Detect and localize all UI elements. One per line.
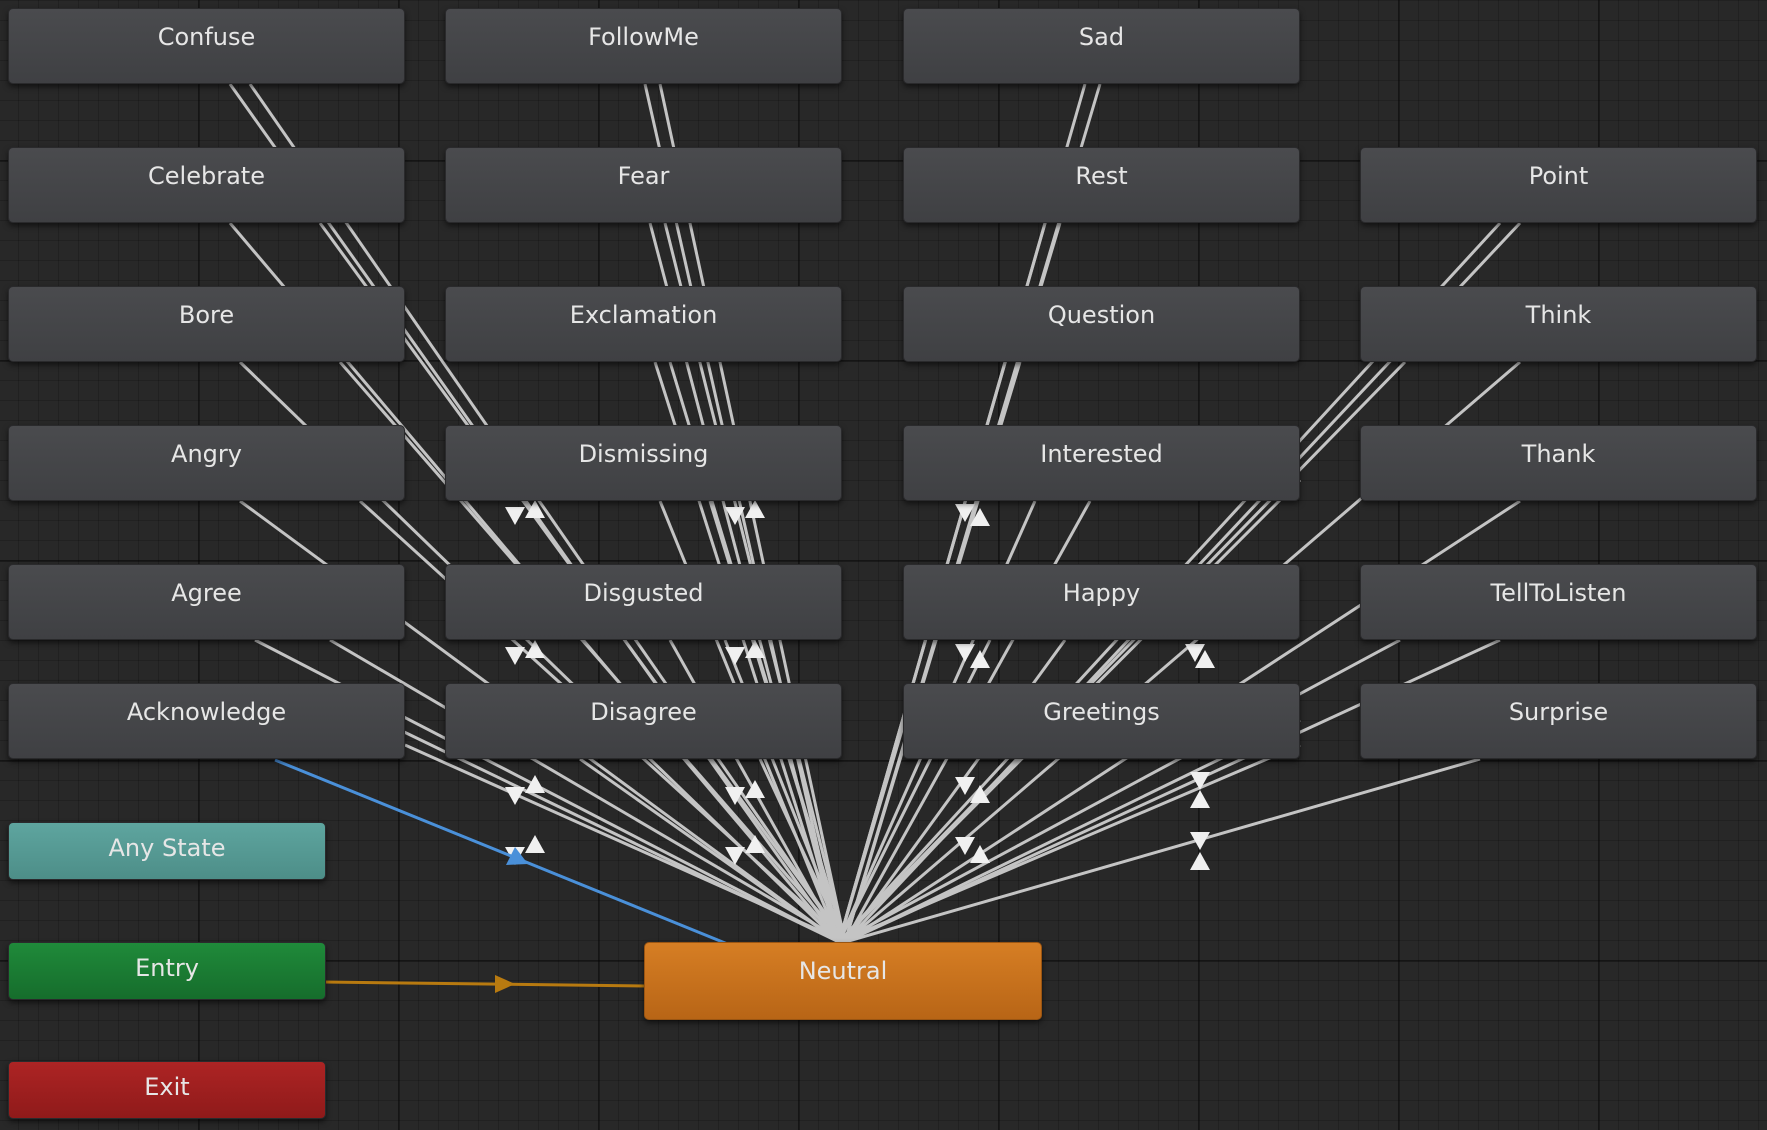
state-question[interactable]: Question xyxy=(903,286,1300,362)
transition-arrow xyxy=(725,847,745,865)
state-telltolisten[interactable]: TellToListen xyxy=(1360,564,1757,640)
state-label: Any State xyxy=(108,834,226,862)
state-label: Entry xyxy=(135,954,199,982)
state-label: Celebrate xyxy=(148,162,265,190)
transition-arrow xyxy=(1190,852,1210,870)
transition-arrow xyxy=(1185,644,1205,662)
state-agree[interactable]: Agree xyxy=(8,564,405,640)
state-label: Neutral xyxy=(798,957,888,985)
state-label: Agree xyxy=(171,579,242,607)
state-exit[interactable]: Exit xyxy=(8,1061,326,1119)
state-label: Surprise xyxy=(1508,698,1609,726)
state-surprise[interactable]: Surprise xyxy=(1360,683,1757,759)
any-state-transition-line[interactable] xyxy=(274,758,731,947)
transition-arrow xyxy=(970,508,990,526)
transition-arrow xyxy=(970,785,990,803)
transition-line[interactable] xyxy=(758,758,847,943)
transition-arrow xyxy=(1190,790,1210,808)
entry-transition-line[interactable] xyxy=(324,980,646,988)
state-followme[interactable]: FollowMe xyxy=(445,8,842,84)
state-dismissing[interactable]: Dismissing xyxy=(445,425,842,501)
state-label: Question xyxy=(1047,301,1156,329)
state-label: Acknowledge xyxy=(126,698,287,726)
state-fear[interactable]: Fear xyxy=(445,147,842,223)
state-label: Angry xyxy=(171,440,242,468)
transition-line[interactable] xyxy=(404,743,846,944)
transition-arrow xyxy=(505,507,525,525)
state-exclamation[interactable]: Exclamation xyxy=(445,286,842,362)
state-label: Fear xyxy=(617,162,670,190)
transition-arrow xyxy=(505,787,525,805)
state-label: Exit xyxy=(144,1073,190,1101)
entry-transition-arrow xyxy=(495,975,515,993)
any-state-transition-arrow xyxy=(506,847,528,865)
state-label: Sad xyxy=(1078,23,1125,51)
state-thank[interactable]: Thank xyxy=(1360,425,1757,501)
state-confuse[interactable]: Confuse xyxy=(8,8,405,84)
state-label: TellToListen xyxy=(1490,579,1627,607)
transition-arrow xyxy=(745,640,765,658)
transition-arrow xyxy=(955,644,975,662)
state-sad[interactable]: Sad xyxy=(903,8,1300,84)
transition-line[interactable] xyxy=(837,719,907,943)
state-point[interactable]: Point xyxy=(1360,147,1757,223)
state-label: Interested xyxy=(1040,440,1163,468)
state-label: Think xyxy=(1525,301,1592,329)
transition-arrow xyxy=(525,500,545,518)
transition-arrow xyxy=(505,647,525,665)
transition-arrow xyxy=(725,647,745,665)
state-celebrate[interactable]: Celebrate xyxy=(8,147,405,223)
transition-arrow xyxy=(725,787,745,805)
state-label: Dismissing xyxy=(578,440,709,468)
transition-arrow xyxy=(745,500,765,518)
state-greetings[interactable]: Greetings xyxy=(903,683,1300,759)
state-acknowledge[interactable]: Acknowledge xyxy=(8,683,405,759)
state-disgusted[interactable]: Disgusted xyxy=(445,564,842,640)
state-any-state[interactable]: Any State xyxy=(8,822,326,880)
state-angry[interactable]: Angry xyxy=(8,425,405,501)
transition-line[interactable] xyxy=(844,757,1481,944)
state-label: Confuse xyxy=(157,23,256,51)
state-label: Exclamation xyxy=(569,301,718,329)
transition-line[interactable] xyxy=(579,757,840,944)
state-label: Disgusted xyxy=(583,579,704,607)
transition-arrow xyxy=(1190,772,1210,790)
state-label: Happy xyxy=(1062,579,1141,607)
transition-arrow xyxy=(1195,650,1215,668)
transition-arrow xyxy=(970,650,990,668)
transition-arrow xyxy=(725,507,745,525)
transition-arrow xyxy=(745,835,765,853)
state-rest[interactable]: Rest xyxy=(903,147,1300,223)
state-happy[interactable]: Happy xyxy=(903,564,1300,640)
transition-arrow xyxy=(505,847,525,865)
transition-line[interactable] xyxy=(399,728,840,944)
transition-arrow xyxy=(1190,832,1210,850)
transition-arrow xyxy=(745,780,765,798)
transition-arrow xyxy=(955,777,975,795)
state-think[interactable]: Think xyxy=(1360,286,1757,362)
transition-arrow xyxy=(955,504,975,522)
state-bore[interactable]: Bore xyxy=(8,286,405,362)
transition-arrow xyxy=(525,775,545,793)
transition-arrow xyxy=(525,640,545,658)
state-label: Point xyxy=(1528,162,1589,190)
state-label: Greetings xyxy=(1043,698,1160,726)
state-label: FollowMe xyxy=(588,23,699,51)
state-entry[interactable]: Entry xyxy=(8,942,326,1000)
transition-arrow xyxy=(970,845,990,863)
state-disagree[interactable]: Disagree xyxy=(445,683,842,759)
state-label: Bore xyxy=(178,301,235,329)
state-label: Rest xyxy=(1075,162,1128,190)
transition-arrow xyxy=(525,835,545,853)
transition-arrow xyxy=(955,837,975,855)
state-label: Disagree xyxy=(590,698,697,726)
state-interested[interactable]: Interested xyxy=(903,425,1300,501)
state-label: Thank xyxy=(1521,440,1596,468)
transition-line[interactable] xyxy=(838,743,1301,944)
state-neutral[interactable]: Neutral xyxy=(644,942,1042,1020)
